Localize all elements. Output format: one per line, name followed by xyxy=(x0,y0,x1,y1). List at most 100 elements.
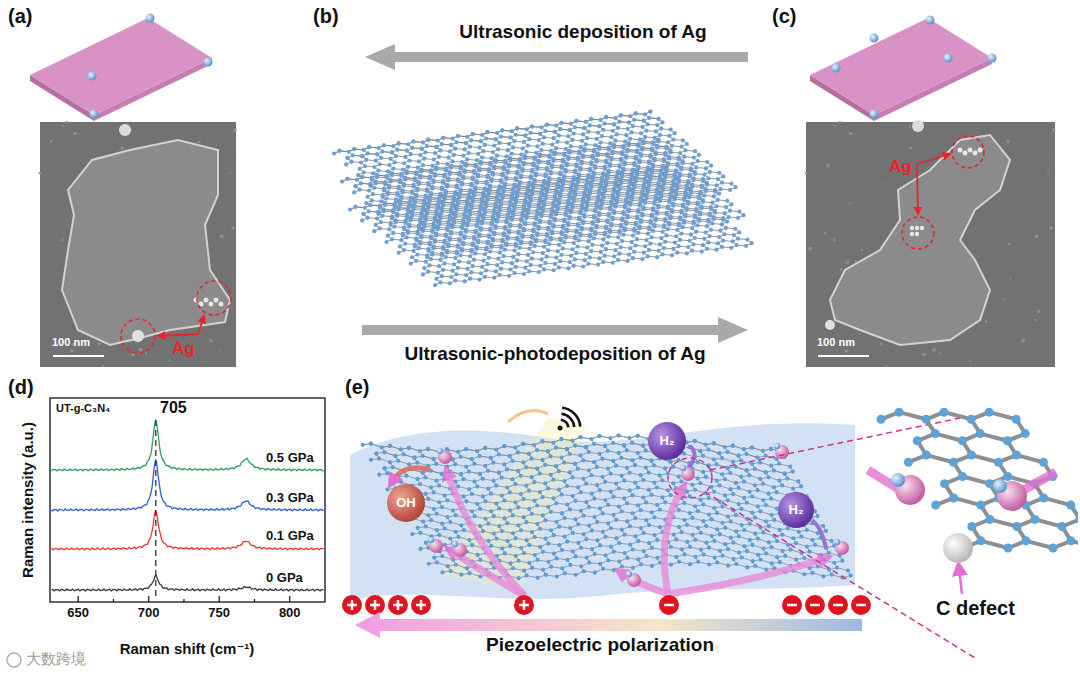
layer-atom xyxy=(521,235,525,239)
layer-atom xyxy=(704,230,708,234)
layer-atom xyxy=(455,185,459,189)
layer-atom xyxy=(414,238,418,242)
layer-atom xyxy=(429,236,433,240)
layer-atom xyxy=(433,283,437,287)
layer-atom xyxy=(430,252,434,256)
layer-atom xyxy=(456,179,460,183)
sem-speck xyxy=(885,365,887,367)
layer-atom xyxy=(609,135,613,139)
layer-atom xyxy=(395,148,399,152)
layer-atom xyxy=(442,175,446,179)
layer-atom xyxy=(588,255,592,259)
layer-atom xyxy=(534,151,538,155)
layer-atom xyxy=(601,260,605,264)
layer-atom xyxy=(681,138,685,142)
layer-atom xyxy=(655,212,659,216)
layer-atom xyxy=(529,263,533,267)
layer-atom xyxy=(580,139,584,143)
ag-blob xyxy=(132,330,144,342)
layer-atom xyxy=(491,173,495,177)
layer-atom xyxy=(568,217,572,221)
layer-atom xyxy=(436,227,440,231)
layer-atom xyxy=(529,131,533,135)
layer-atom xyxy=(522,140,526,144)
layer-atom xyxy=(642,251,646,255)
sem-background xyxy=(806,122,1055,367)
layer-atom xyxy=(628,246,632,250)
layer-atom xyxy=(656,117,660,121)
layer-atom xyxy=(626,215,630,219)
layer-atom xyxy=(655,255,659,259)
layer-atom xyxy=(360,154,364,158)
layer-atom xyxy=(683,148,687,152)
layer-atom xyxy=(648,155,652,159)
layer-atom xyxy=(533,223,537,227)
sem-speck xyxy=(922,353,926,357)
layer-atom xyxy=(402,227,406,231)
layer-atom xyxy=(560,166,564,170)
layer-atom xyxy=(406,231,410,235)
layer-atom xyxy=(605,241,609,245)
layer-atom xyxy=(356,173,360,177)
layer-atom xyxy=(640,257,644,261)
layer-atom xyxy=(673,197,677,201)
layer-atom xyxy=(596,130,600,134)
layer-atom xyxy=(576,245,580,249)
layer-atom xyxy=(671,137,675,141)
sem-speck xyxy=(1047,172,1049,174)
layer-atom xyxy=(669,127,673,131)
layer-atom xyxy=(670,144,674,148)
ag-loaded-sheet xyxy=(810,16,997,122)
layer-atom xyxy=(687,239,691,243)
layer-atom xyxy=(529,176,533,180)
layer-atom xyxy=(499,180,503,184)
layer-atom xyxy=(498,141,502,145)
layer-atom xyxy=(651,142,655,146)
layer-atom xyxy=(394,154,398,158)
layer-atom xyxy=(619,158,623,162)
layer-atom xyxy=(390,150,394,154)
layer-atom xyxy=(720,245,724,249)
layer-atom xyxy=(555,249,559,253)
layer-atom xyxy=(674,234,678,238)
layer-atom xyxy=(648,221,652,225)
layer-atom xyxy=(578,234,582,238)
layer-atom xyxy=(566,134,570,138)
layer-atom xyxy=(569,144,573,148)
layer-atom xyxy=(615,242,619,246)
layer-atom xyxy=(417,159,421,163)
layer-atom xyxy=(706,240,710,244)
sem-speck xyxy=(81,333,83,335)
layer-atom xyxy=(399,238,403,242)
layer-atom xyxy=(686,202,690,206)
layer-atom xyxy=(559,121,563,125)
layer-atom xyxy=(459,253,463,257)
layer-atom xyxy=(543,261,547,265)
layer-atom xyxy=(367,188,371,192)
layer-atom xyxy=(604,115,608,119)
layer-atom xyxy=(655,146,659,150)
sem-speck xyxy=(834,125,836,127)
ag-blob xyxy=(920,226,924,230)
layer-atom xyxy=(353,205,357,209)
layer-atom xyxy=(378,162,382,166)
layer-atom xyxy=(359,181,363,185)
nanosheet-layer xyxy=(348,165,754,287)
layer-atom xyxy=(469,270,473,274)
layer-atom xyxy=(534,239,538,243)
layer-atom xyxy=(643,201,647,205)
layer-atom xyxy=(636,231,640,235)
ag-blob xyxy=(912,120,924,132)
layer-atom xyxy=(402,184,406,188)
layer-atom xyxy=(499,135,503,139)
layer-atom xyxy=(679,211,683,215)
layer-atom xyxy=(510,218,514,222)
layer-atom xyxy=(550,142,554,146)
layer-atom xyxy=(383,203,387,207)
layer-atom xyxy=(634,223,638,227)
sem-speck xyxy=(839,121,842,124)
layer-atom xyxy=(472,258,476,262)
sem-speck xyxy=(231,156,233,158)
layer-atom xyxy=(352,147,356,151)
layer-atom xyxy=(515,172,519,176)
